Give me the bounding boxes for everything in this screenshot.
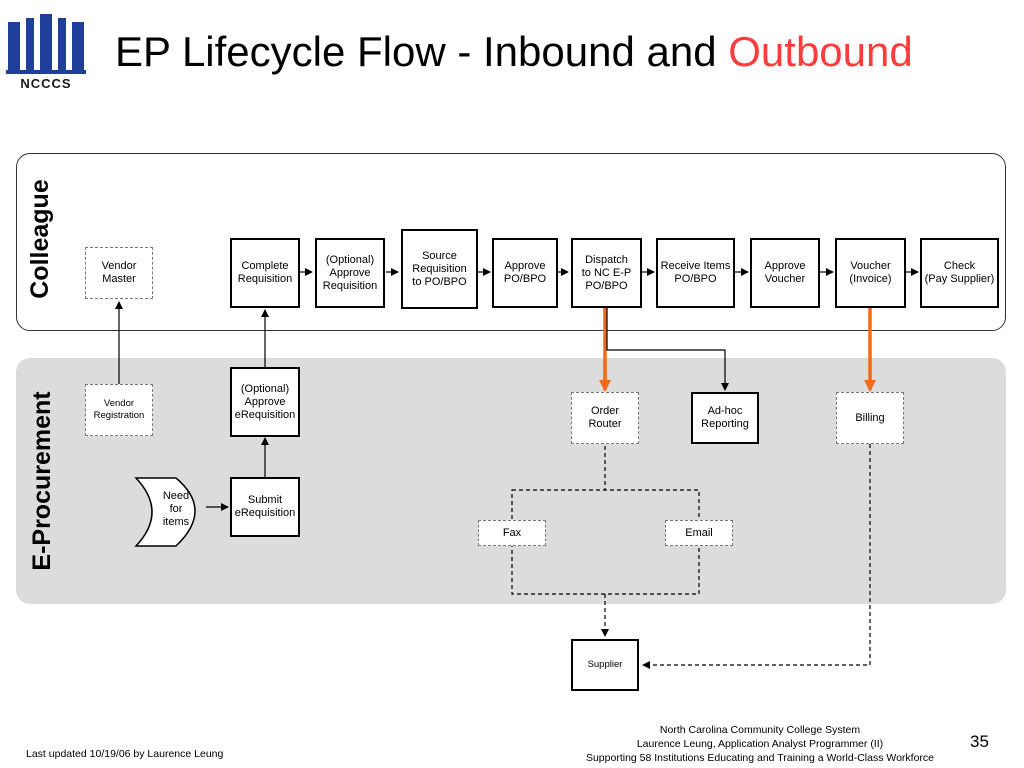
footer-org-line1: North Carolina Community College System <box>659 724 861 736</box>
nccs-logo <box>4 8 88 92</box>
approve-po-node: Approve PO/BPO <box>492 238 558 308</box>
last-updated-text: Last updated 10/19/06 by Laurence Leung <box>26 748 224 760</box>
footer-org-line2: Laurence Leung, Application Analyst Prog… <box>636 738 884 750</box>
optional-approve-erequisition-node: (Optional) Approve eRequisition <box>230 367 300 437</box>
page-number: 35 <box>970 732 989 751</box>
nccs-seal-icon <box>6 14 86 74</box>
supplier-node: Supplier <box>571 639 639 691</box>
optional-approve-requisition-node: (Optional) Approve Requisition <box>315 238 385 308</box>
billing-node: Billing <box>836 392 904 444</box>
source-requisition-node: Source Requisition to PO/BPO <box>401 229 478 309</box>
arrow-billing-to-supplier <box>642 444 871 669</box>
footer-org-line3: Supporting 58 Institutions Educating and… <box>585 752 935 764</box>
email-node: Email <box>665 520 733 546</box>
vendor-registration-node: Vendor Registration <box>85 384 153 436</box>
arrow-dispatch-to-adhoc <box>606 308 729 391</box>
title-main: EP Lifecycle Flow - Inbound and <box>115 28 729 75</box>
logo-text: NCCCS <box>20 76 72 91</box>
approve-voucher-node: Approve Voucher <box>750 238 820 308</box>
need-for-items-shape <box>134 477 196 547</box>
title-accent: Outbound <box>728 28 913 75</box>
fax-node: Fax <box>478 520 546 546</box>
page-title: EP Lifecycle Flow - Inbound and Outbound <box>115 26 913 78</box>
submit-erequisition-node: Submit eRequisition <box>230 477 300 537</box>
order-router-node: Order Router <box>571 392 639 444</box>
vendor-master-node: Vendor Master <box>85 247 153 299</box>
voucher-invoice-node: Voucher (Invoice) <box>835 238 906 308</box>
receive-items-node: Receive Items PO/BPO <box>656 238 735 308</box>
footer-credits: North Carolina Community College System … <box>560 723 960 765</box>
adhoc-reporting-node: Ad-hoc Reporting <box>691 392 759 444</box>
dispatch-node: Dispatch to NC E-P PO/BPO <box>571 238 642 308</box>
check-pay-supplier-node: Check (Pay Supplier) <box>920 238 999 308</box>
need-for-items-label: Need for items <box>162 490 190 528</box>
complete-requisition-node: Complete Requisition <box>230 238 300 308</box>
